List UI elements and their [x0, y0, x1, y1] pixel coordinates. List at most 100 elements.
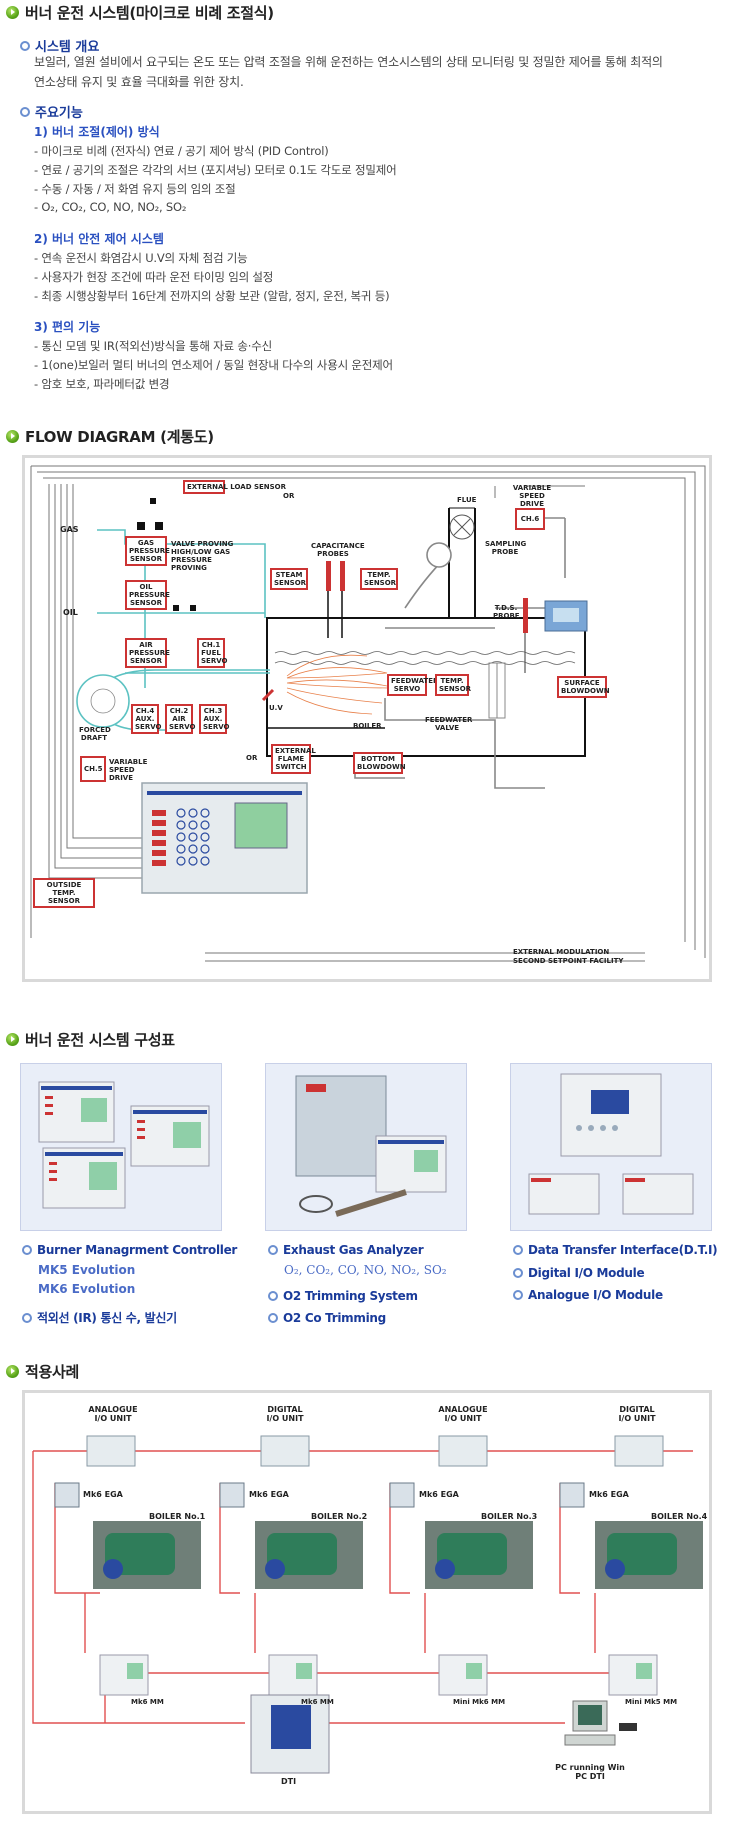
label-ch5: CH.5 — [80, 756, 106, 782]
label-ega-3: Mk6 EGA — [419, 1490, 459, 1499]
label-external-flame-switch: EXTERNAL FLAME SWITCH — [271, 744, 316, 774]
label-or-2: OR — [246, 754, 258, 762]
function-group-3-title: 3) 편의 기능 — [34, 320, 101, 334]
label-flue: FLUE — [457, 496, 477, 504]
label-mm-1: Mk6 MM — [131, 1698, 164, 1706]
section-bullet-icon — [6, 1365, 19, 1378]
product-analogue-io: Analogue I/O Module — [513, 1288, 663, 1302]
label-ch2-air-servo: CH.2 AIR SERVO — [165, 704, 195, 734]
label-boiler-2: BOILER No.2 — [311, 1512, 368, 1521]
label-or: OR — [283, 492, 295, 500]
section-title-burner-system: 버너 운전 시스템(마이크로 비례 조절식) — [6, 2, 274, 23]
sub-bullet-icon — [513, 1268, 523, 1278]
product-image-bmc — [20, 1063, 222, 1231]
function-1-item: - 수동 / 자동 / 저 화염 유지 등의 임의 조절 — [34, 182, 236, 196]
label-outside-temp-sensor: OUTSIDE TEMP. SENSOR — [33, 878, 95, 908]
function-1-item: - 마이크로 비례 (전자식) 연료 / 공기 제어 방식 (PID Contr… — [34, 144, 329, 158]
section-title-flow-diagram: FLOW DIAGRAM (계통도) — [6, 426, 214, 447]
label-boiler-4: BOILER No.4 — [651, 1512, 708, 1521]
product-image-ega — [265, 1063, 467, 1231]
sub-bullet-icon — [268, 1291, 278, 1301]
overview-line-2: 연소상태 유지 및 효율 극대화를 위한 장치. — [34, 75, 244, 89]
label-forced-draft: FORCED DRAFT — [79, 726, 111, 742]
sub-bullet-icon — [20, 106, 30, 117]
product-ega: Exhaust Gas Analyzer — [268, 1243, 424, 1257]
label-variable-speed-drive-left: VARIABLE SPEED DRIVE — [109, 758, 148, 782]
function-3-item: - 1(one)보일러 멀티 버너의 연소제어 / 동일 현장내 다수의 사용시… — [34, 358, 393, 372]
product-digital-io: Digital I/O Module — [513, 1266, 645, 1280]
label-oil-pressure-sensor: OIL PRESSURE SENSOR — [125, 580, 170, 610]
label-variable-speed-drive-top: VARIABLE SPEED DRIVE — [512, 484, 552, 508]
sub-bullet-icon — [268, 1313, 278, 1323]
product-o2-trim: O2 Trimming System — [268, 1289, 418, 1303]
label-capacitance-probes: CAPACITANCE PROBES — [311, 542, 365, 558]
sub-bullet-icon — [513, 1245, 523, 1255]
label-boiler-1: BOILER No.1 — [149, 1512, 206, 1521]
label-sampling-probe: SAMPLING PROBE — [485, 540, 527, 556]
label-oil: OIL — [63, 608, 78, 617]
product-gases: O₂, CO₂, CO, NO, NO₂, SO₂ — [284, 1263, 447, 1277]
label-mm-4: Mini Mk5 MM — [625, 1698, 678, 1706]
product-o2-co-trim: O2 Co Trimming — [268, 1311, 386, 1325]
function-group-2-title: 2) 버너 안전 제어 시스템 — [34, 232, 164, 246]
label-external-modulation: EXTERNAL MODULATION — [513, 948, 610, 956]
dti-modules-image — [528, 1073, 694, 1215]
sub-bullet-icon — [513, 1290, 523, 1300]
function-1-item: - 연료 / 공기의 조절은 각각의 서브 (포지셔닝) 모터로 0.1도 각도… — [34, 163, 397, 177]
label-mm-3: Mini Mk6 MM — [453, 1698, 506, 1706]
flow-diagram-panel: EXTERNAL LOAD SENSOR OR FLUE VARIABLE SP… — [22, 455, 712, 982]
label-valve-proving: VALVE PROVING HIGH/LOW GAS PRESSURE PROV… — [171, 540, 234, 572]
label-dti: DTI — [281, 1777, 297, 1786]
label-ch3-aux-servo: CH.3 AUX. SERVO — [199, 704, 229, 734]
function-2-item: - 최종 시행상황부터 16단계 전까지의 상황 보관 (알람, 정지, 운전,… — [34, 289, 390, 303]
label-ch1-fuel-servo: CH.1 FUEL SERVO — [197, 638, 227, 668]
label-boiler-3: BOILER No.3 — [481, 1512, 538, 1521]
label-pc: PC running Win PC DTI — [555, 1763, 625, 1781]
controller-units-image — [38, 1081, 210, 1209]
label-boiler: BOILER — [353, 722, 382, 730]
flow-diagram-lines — [30, 465, 706, 962]
label-ch6: CH.6 — [515, 508, 545, 530]
label-steam-sensor: STEAM SENSOR — [270, 568, 308, 590]
overview-line-1: 보일러, 열원 설비에서 요구되는 온도 또는 압력 조절을 위해 운전하는 연… — [34, 55, 663, 69]
section-bullet-icon — [6, 1033, 19, 1046]
label-digital-io-2: DIGITAL I/O UNIT — [618, 1405, 656, 1423]
sub-bullet-icon — [22, 1312, 32, 1323]
product-mk6: MK6 Evolution — [38, 1282, 136, 1296]
gas-analyzer-image — [295, 1075, 447, 1217]
label-temp-sensor-2: TEMP. SENSOR — [435, 674, 471, 696]
label-feedwater-servo: FEEDWATER SERVO — [387, 674, 438, 696]
label-surface-blowdown: SURFACE BLOWDOWN — [557, 676, 610, 698]
label-feedwater-valve: FEEDWATER VALVE — [425, 716, 473, 732]
label-external-load-sensor: EXTERNAL LOAD SENSOR — [183, 480, 286, 494]
functions-heading: 주요기능 — [20, 102, 83, 121]
label-analogue-io-2: ANALOGUE I/O UNIT — [438, 1405, 488, 1423]
sub-bullet-icon — [268, 1245, 278, 1255]
function-group-1-title: 1) 버너 조절(제어) 방식 — [34, 125, 160, 139]
label-mm-2: Mk6 MM — [301, 1698, 334, 1706]
sub-bullet-icon — [22, 1245, 32, 1255]
function-2-item: - 연속 운전시 화염감시 U.V의 자체 점검 기능 — [34, 251, 248, 265]
sub-bullet-icon — [20, 40, 30, 51]
section-bullet-icon — [6, 430, 19, 443]
label-bottom-blowdown: BOTTOM BLOWDOWN — [353, 752, 406, 774]
label-ega-2: Mk6 EGA — [249, 1490, 289, 1499]
label-second-setpoint: SECOND SETPOINT FACILITY — [513, 957, 624, 965]
controller-panel-keys — [152, 808, 210, 866]
function-3-item: - 암호 보호, 파라메터값 변경 — [34, 377, 170, 391]
label-ega-1: Mk6 EGA — [83, 1490, 123, 1499]
label-ch4-aux-servo: CH.4 AUX. SERVO — [131, 704, 161, 734]
section-bullet-icon — [6, 6, 19, 19]
section-title-applications: 적용사례 — [6, 1361, 79, 1382]
label-uv: U.V — [269, 704, 283, 712]
product-dti: Data Transfer Interface(D.T.I) — [513, 1243, 718, 1257]
label-analogue-io-1: ANALOGUE I/O UNIT — [88, 1405, 138, 1423]
function-2-item: - 사용자가 현장 조건에 따라 운전 타이밍 임의 설정 — [34, 270, 274, 284]
application-diagram-panel: ANALOGUE I/O UNIT DIGITAL I/O UNIT ANALO… — [22, 1390, 712, 1814]
label-ega-4: Mk6 EGA — [589, 1490, 629, 1499]
label-gas-pressure-sensor: GAS PRESSURE SENSOR — [125, 536, 170, 566]
label-tds-probe: T.D.S. PROBE — [493, 604, 520, 620]
overview-heading: 시스템 개요 — [20, 36, 99, 55]
product-mk5: MK5 Evolution — [38, 1263, 136, 1277]
label-air-pressure-sensor: AIR PRESSURE SENSOR — [125, 638, 170, 668]
